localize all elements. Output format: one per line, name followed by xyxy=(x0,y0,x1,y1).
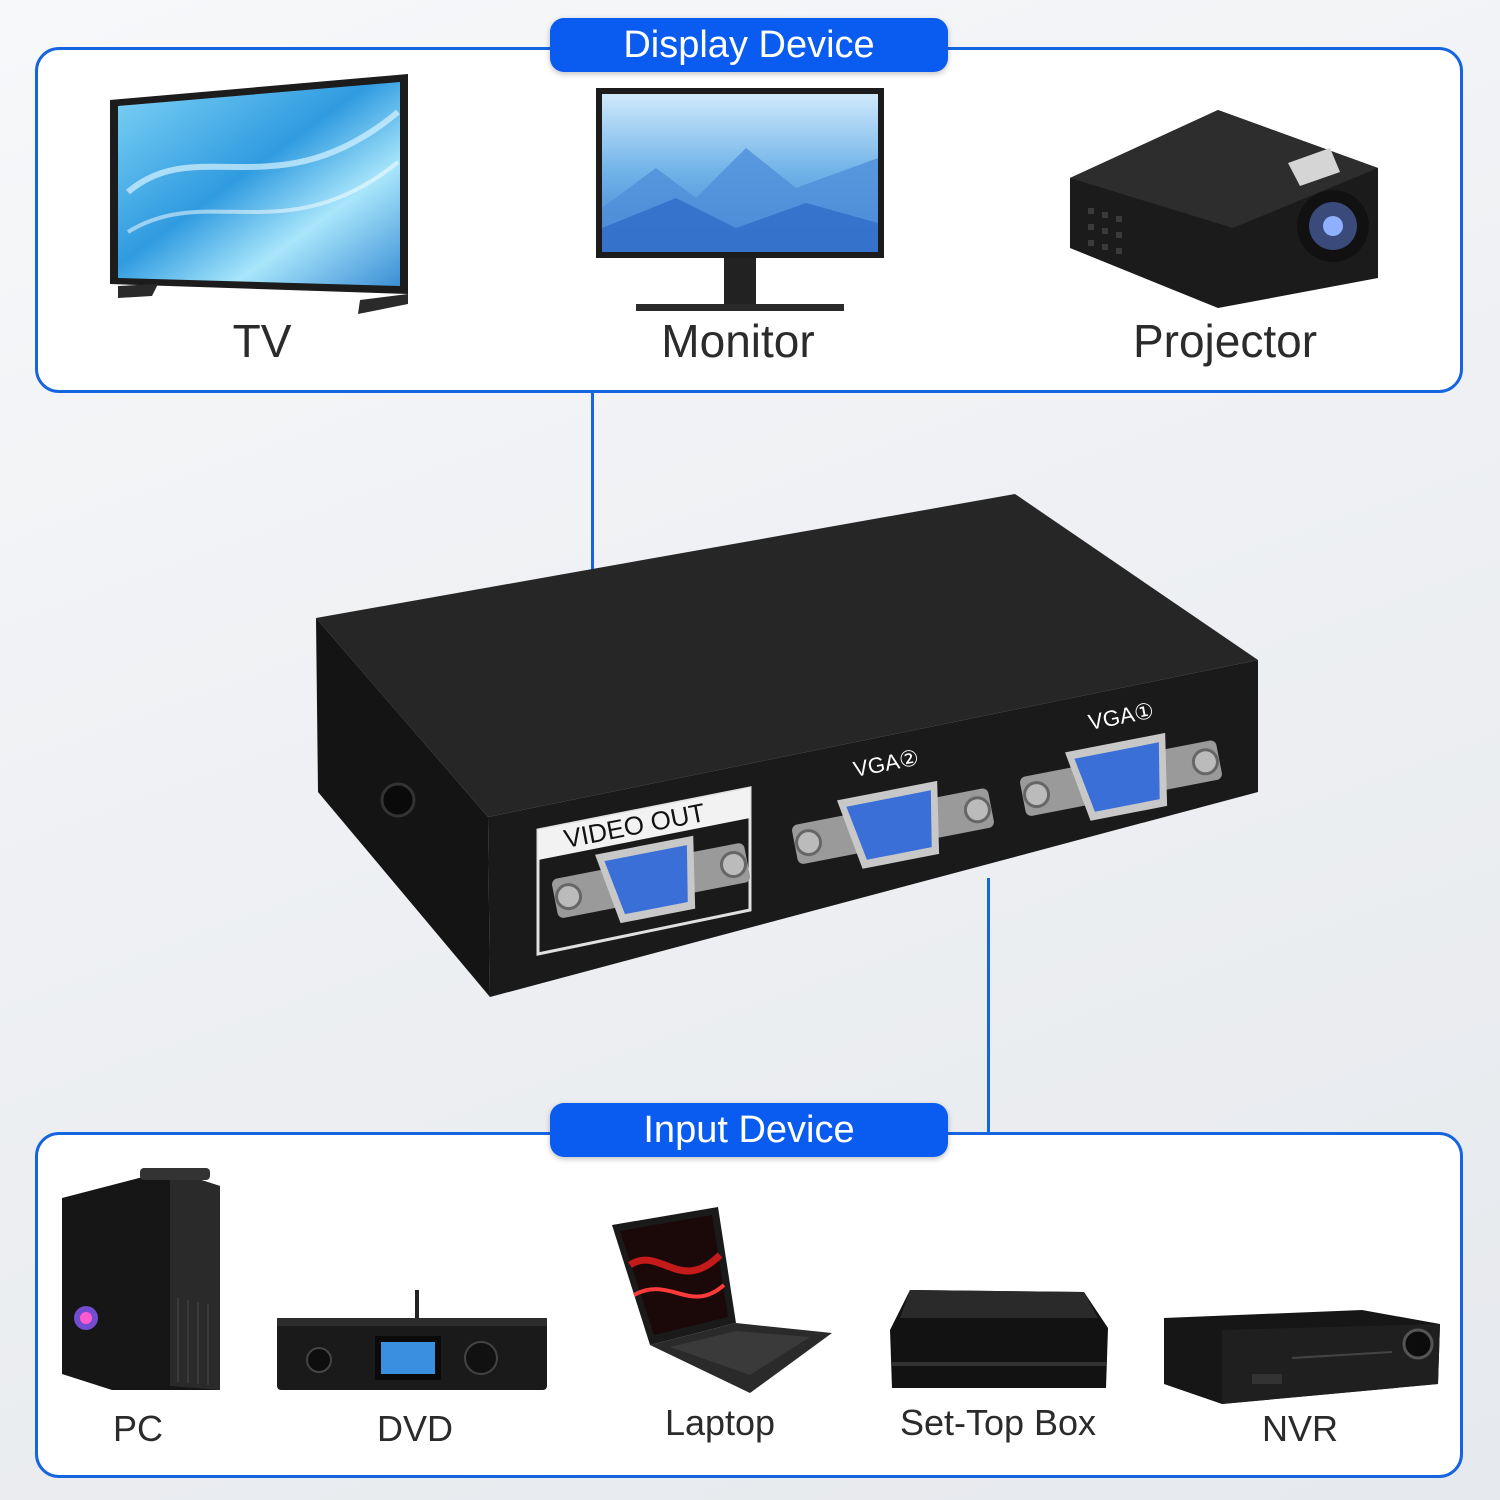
device-label-monitor: Monitor xyxy=(661,315,815,367)
nvr-image xyxy=(1162,1308,1442,1408)
vga-port-vga2 xyxy=(792,780,994,869)
vga-port-video-out xyxy=(552,835,750,924)
connector-line-input xyxy=(987,878,990,1133)
device-label-set-top-box: Set-Top Box xyxy=(899,1402,1097,1443)
monitor-image xyxy=(596,88,886,313)
pc-image xyxy=(60,1168,222,1393)
device-label-tv: TV xyxy=(232,315,292,367)
input-device-title: Input Device xyxy=(550,1103,948,1157)
vga-port-vga1 xyxy=(1020,732,1222,821)
device-label-projector: Projector xyxy=(1132,315,1318,367)
set-top-box-image xyxy=(888,1288,1110,1393)
laptop-image xyxy=(610,1205,835,1395)
display-device-title: Display Device xyxy=(550,18,948,72)
device-label-pc: PC xyxy=(112,1408,163,1449)
tv-image xyxy=(108,72,413,317)
projector-image xyxy=(1068,108,1388,313)
connector-line-display xyxy=(591,393,594,571)
device-label-dvd: DVD xyxy=(376,1408,453,1449)
dvd-image xyxy=(275,1290,550,1395)
device-label-nvr: NVR xyxy=(1261,1408,1338,1449)
vga-switch-box: VIDEO OUT VGA② VGA① xyxy=(310,492,1265,1002)
device-label-laptop: Laptop xyxy=(664,1402,776,1443)
